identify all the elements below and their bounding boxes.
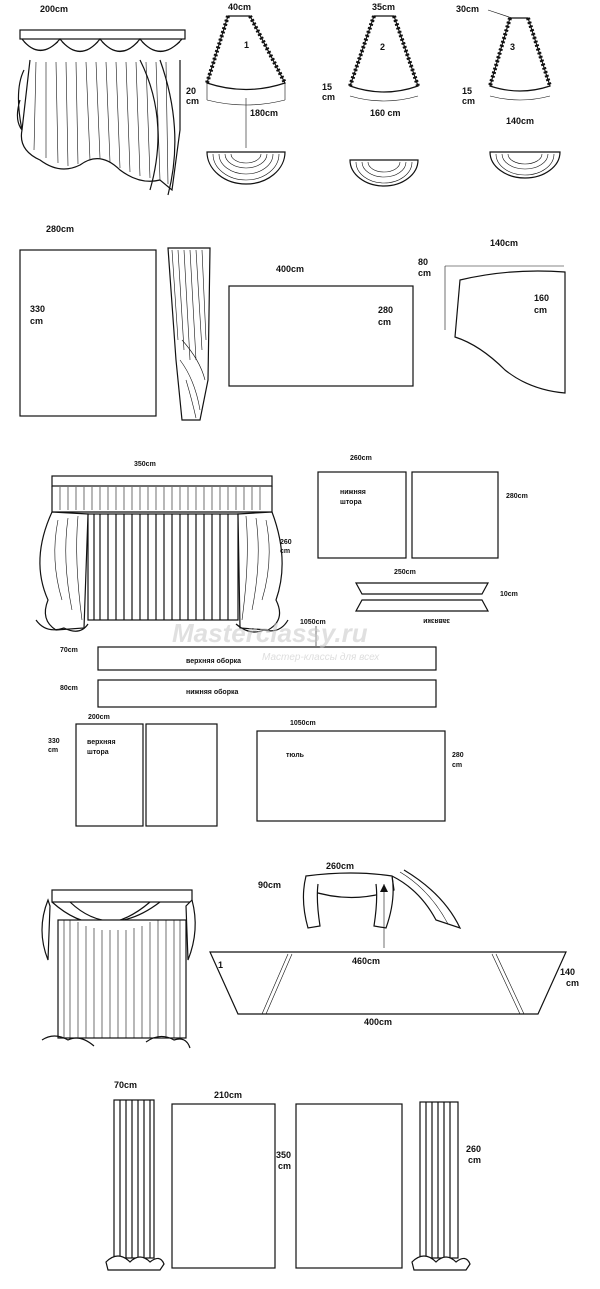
svg-text:400cm: 400cm [276,264,304,274]
drawing-pleated-curtain [35,475,289,633]
swag-pattern: 260cm 90cm [258,861,462,948]
pattern-piece-3: 30cm 3 15 cm 140cm [456,4,561,179]
pattern-tulle: 1050cm тюль 280 cm [256,720,464,822]
svg-text:250cm: 250cm [394,569,416,576]
svg-text:Мастер-классы для всех: Мастер-классы для всех [262,652,380,663]
svg-text:верхняя: верхняя [87,739,116,746]
drawing-side-curtain-right [411,1101,471,1271]
svg-text:80cm: 80cm [60,685,78,692]
svg-text:cm: cm [278,1161,291,1171]
svg-text:cm: cm [566,978,579,988]
svg-text:180cm: 180cm [250,108,278,118]
section-pleated-curtain: 350cm 260 cm 260cm нижняя штора 280cm 25… [35,455,528,827]
svg-text:80: 80 [418,257,428,267]
panel-210x350-left [171,1103,276,1269]
jabot-pattern: 140cm 80 cm 160 cm [418,238,566,394]
svg-text:cm: cm [322,92,335,102]
svg-text:20: 20 [186,86,196,96]
svg-text:cm: cm [186,96,199,106]
svg-text:160 cm: 160 cm [370,108,401,118]
svg-text:cm: cm [418,268,431,278]
svg-text:260: 260 [280,539,292,546]
svg-text:210cm: 210cm [214,1090,242,1100]
pattern-piece-2: 35cm 2 15 cm 160 cm [322,2,420,187]
svg-text:350: 350 [276,1150,291,1160]
svg-text:70cm: 70cm [60,647,78,654]
section-side-curtains: 70cm 210cm 350 cm 260 cm [105,1080,481,1271]
pattern-ties: 250cm 10cm завязки [354,569,518,624]
pattern-piece-valance: 1 460cm 400cm 140 cm [209,951,579,1027]
svg-text:cm: cm [452,762,462,769]
svg-text:верхняя оборка: верхняя оборка [186,657,241,665]
svg-text:1050cm: 1050cm [290,720,316,727]
svg-text:1: 1 [244,40,249,50]
panel-400x280 [228,285,414,387]
svg-text:280cm: 280cm [506,493,528,500]
svg-text:160: 160 [534,293,549,303]
svg-text:330: 330 [48,738,60,745]
svg-text:тюль: тюль [286,752,305,759]
drawing-curtain-with-swag [41,889,196,1049]
svg-text:нижняя: нижняя [340,489,366,496]
svg-text:140cm: 140cm [506,116,534,126]
svg-text:1: 1 [218,960,223,970]
svg-text:cm: cm [468,1155,481,1165]
pattern-upper-frill: 70cm верхняя оборка [60,646,437,671]
svg-text:330: 330 [30,304,45,314]
svg-text:280: 280 [378,305,393,315]
svg-text:нижняя оборка: нижняя оборка [186,688,238,696]
svg-text:3: 3 [510,42,515,52]
label-curtain-width: 200cm [40,4,68,14]
section-plain-panels: 280cm 330 cm 400cm 280 cm 140cm 80 cm 16… [19,224,566,421]
svg-text:штора: штора [340,499,362,506]
svg-text:завязки: завязки [423,617,450,624]
watermark: Masterclassy.ru Мастер-классы для всех [172,618,380,663]
svg-text:cm: cm [30,316,43,326]
svg-text:cm: cm [378,317,391,327]
svg-text:штора: штора [87,749,109,756]
svg-text:260cm: 260cm [326,861,354,871]
svg-text:cm: cm [280,548,290,555]
svg-text:30cm: 30cm [456,4,479,14]
panel-280x330 [19,249,157,417]
section-swag-with-valance: 260cm 90cm 1 460cm 400cm 140 cm [41,861,579,1049]
svg-text:460cm: 460cm [352,956,380,966]
pattern-lower-frill: 80cm нижняя оборка [60,679,437,708]
svg-text:200cm: 200cm [88,714,110,721]
svg-text:15: 15 [322,82,332,92]
svg-text:280: 280 [452,752,464,759]
svg-text:90cm: 90cm [258,880,281,890]
svg-text:1050cm: 1050cm [300,619,326,626]
svg-text:15: 15 [462,86,472,96]
svg-text:260cm: 260cm [350,455,372,462]
pattern-upper-curtain: 200cm 330 cm верхняя штора [48,714,218,827]
svg-text:2: 2 [380,42,385,52]
svg-text:350cm: 350cm [134,461,156,468]
svg-text:cm: cm [534,305,547,315]
svg-text:400cm: 400cm [364,1017,392,1027]
svg-text:260: 260 [466,1144,481,1154]
svg-text:140cm: 140cm [490,238,518,248]
svg-text:cm: cm [48,747,58,754]
svg-text:35cm: 35cm [372,2,395,12]
drawing-draped-curtain [167,247,211,421]
svg-text:40cm: 40cm [228,2,251,12]
svg-text:Masterclassy.ru: Masterclassy.ru [172,618,368,648]
pattern-lower-curtain: 260cm нижняя штора 280cm [317,455,528,559]
svg-text:cm: cm [462,96,475,106]
svg-text:10cm: 10cm [500,591,518,598]
svg-text:70cm: 70cm [114,1080,137,1090]
drawing-side-curtain-left [105,1099,165,1271]
section-swag-curtain: 200cm 40cm 1 20 cm 180cm 35cm [16,2,561,196]
panel-210x350-right [295,1103,403,1269]
svg-text:280cm: 280cm [46,224,74,234]
drawing-curtain-with-swags [16,29,186,196]
pattern-piece-1: 40cm 1 20 cm 180cm [186,2,287,185]
svg-text:140: 140 [560,967,575,977]
